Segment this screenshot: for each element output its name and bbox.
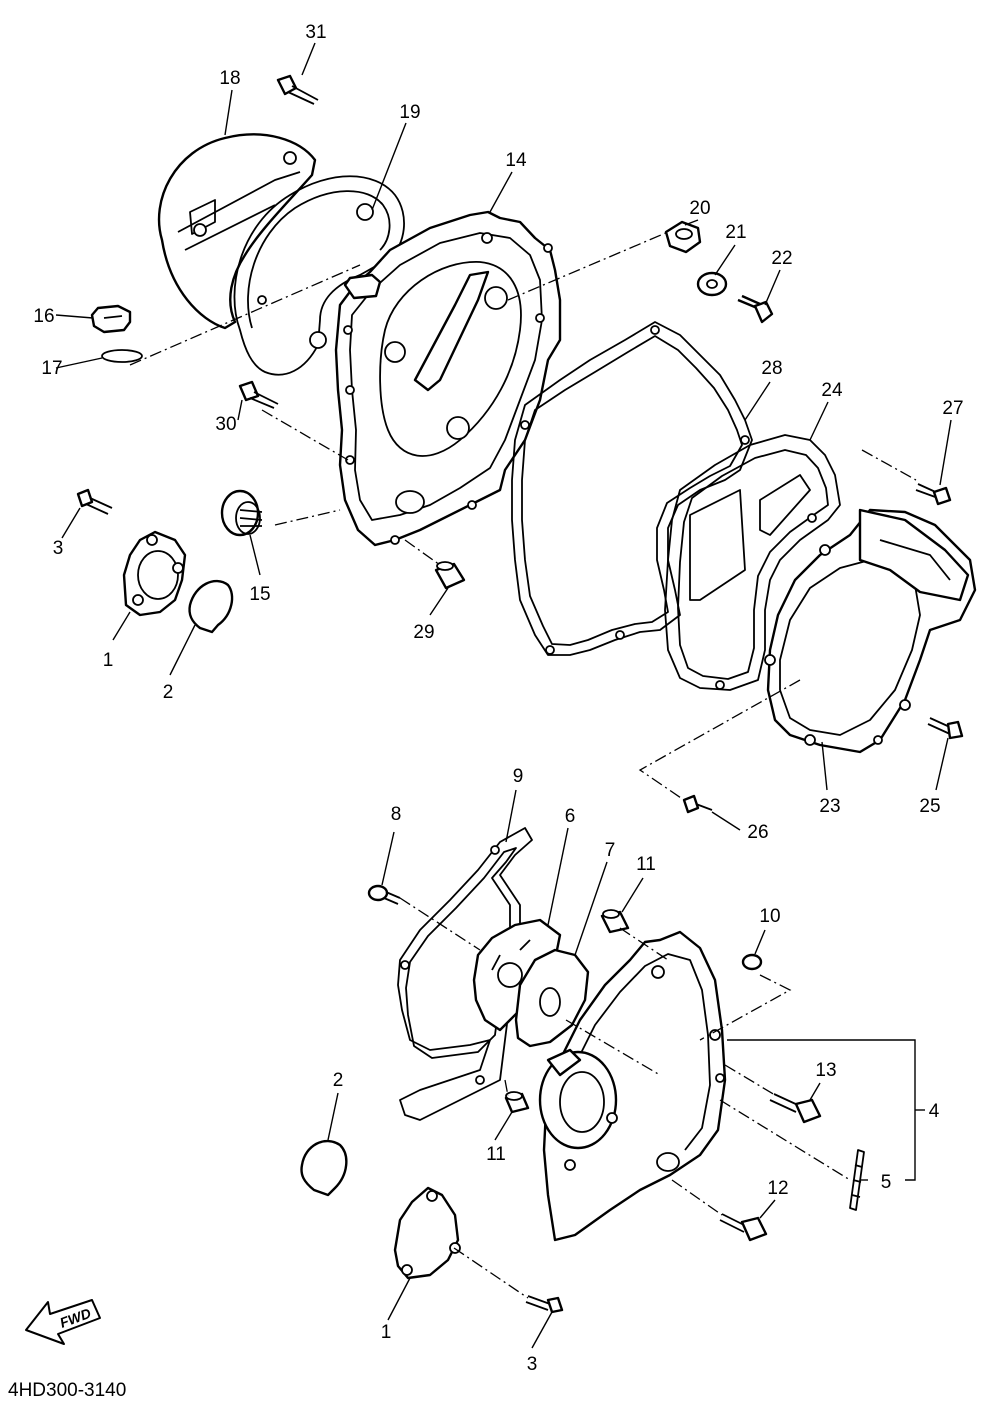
part-3-bolt-bottom xyxy=(525,1295,564,1314)
part-11-dowel-bottom xyxy=(504,1091,530,1114)
part-14-crankcase-cover xyxy=(334,210,562,547)
part-31-bolt xyxy=(276,74,319,105)
callout-8: 8 xyxy=(391,804,402,825)
leader-lines xyxy=(55,42,952,1349)
callout-2-top: 2 xyxy=(163,682,174,703)
callout-7: 7 xyxy=(605,840,616,861)
callout-26: 26 xyxy=(747,822,768,843)
part-20-collar xyxy=(664,220,702,254)
part-28-gasket xyxy=(511,321,753,656)
part-5-gasket-strip xyxy=(849,1149,865,1211)
callout-31: 31 xyxy=(305,22,326,43)
callout-15: 15 xyxy=(249,584,270,605)
part-23-generator-cover xyxy=(764,508,977,754)
callout-23: 23 xyxy=(819,796,840,817)
part-2-gasket-bottom xyxy=(300,1139,348,1197)
part-22-bolt xyxy=(737,294,774,324)
callout-22: 22 xyxy=(771,248,792,269)
part-1-cover-bottom xyxy=(393,1186,461,1280)
callout-25: 25 xyxy=(919,796,940,817)
callout-27: 27 xyxy=(942,398,963,419)
part-24-gasket xyxy=(664,434,841,691)
part-21-washer xyxy=(696,271,728,297)
callout-6: 6 xyxy=(565,806,576,827)
part-3-bolt-top xyxy=(76,488,113,515)
part-30-bolt xyxy=(238,380,279,409)
callouts: 31 18 19 14 20 21 22 16 17 28 24 27 30 3… xyxy=(33,22,963,1375)
callout-19: 19 xyxy=(399,102,420,123)
fwd-arrow-icon: FWD xyxy=(25,1299,101,1345)
part-25-bolt xyxy=(927,717,964,740)
part-1-cover-top xyxy=(122,530,187,617)
part-10-washer xyxy=(741,953,763,971)
callout-1-bottom: 1 xyxy=(381,1322,392,1343)
part-13-bolt xyxy=(769,1093,822,1124)
callout-10: 10 xyxy=(759,906,780,927)
callout-3-bottom: 3 xyxy=(527,1354,538,1375)
part-2-gasket-top xyxy=(188,579,234,634)
part-17-o-ring xyxy=(101,349,143,363)
callout-20: 20 xyxy=(689,198,710,219)
callout-5: 5 xyxy=(881,1172,892,1193)
alignment-lines xyxy=(129,231,917,1299)
callout-14: 14 xyxy=(505,150,527,171)
part-29-dowel xyxy=(434,561,466,590)
callout-21: 21 xyxy=(725,222,746,243)
callout-24: 24 xyxy=(821,380,843,401)
callout-12: 12 xyxy=(767,1178,788,1199)
callout-28: 28 xyxy=(761,358,782,379)
callout-16: 16 xyxy=(33,306,54,327)
callout-3-top: 3 xyxy=(53,538,64,559)
callout-18: 18 xyxy=(219,68,240,89)
callout-11-top: 11 xyxy=(636,854,656,875)
callout-11-bottom: 11 xyxy=(486,1144,506,1165)
callout-30: 30 xyxy=(215,414,236,435)
part-12-bolt xyxy=(719,1213,768,1242)
part-27-bolt xyxy=(915,483,952,506)
callout-29: 29 xyxy=(413,622,434,643)
callout-9: 9 xyxy=(513,766,524,787)
callout-2-bottom: 2 xyxy=(333,1070,344,1091)
part-8-bolt xyxy=(367,884,401,905)
part-11-dowel-top xyxy=(600,909,630,934)
part-26-bolt xyxy=(682,794,713,814)
part-16-filler-cap xyxy=(90,304,132,334)
callout-4: 4 xyxy=(929,1101,940,1122)
callout-1-top: 1 xyxy=(103,650,114,671)
callout-17: 17 xyxy=(41,358,62,379)
diagram-code: 4HD300-3140 xyxy=(8,1380,126,1401)
part-4-main-cover xyxy=(538,930,727,1242)
part-18-cover-plate xyxy=(157,133,317,330)
callout-13: 13 xyxy=(815,1060,836,1081)
part-15-oil-seal xyxy=(220,489,263,537)
